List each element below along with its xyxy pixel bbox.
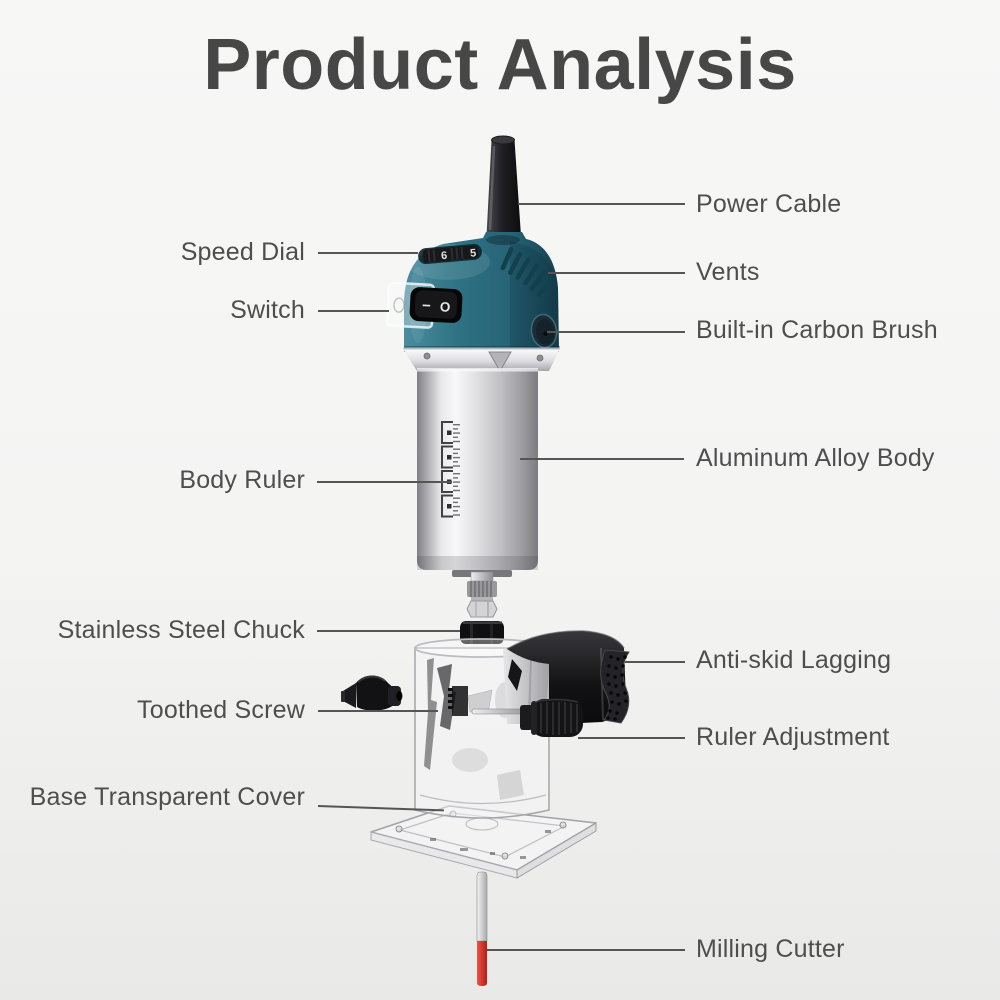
label-stainless-steel-chuck: Stainless Steel Chuck	[57, 616, 305, 644]
callout-line-built-in-carbon-brush	[547, 331, 685, 333]
collar-ring	[403, 347, 560, 372]
page-title: Product Analysis	[203, 25, 797, 105]
label-anti-skid-lagging: Anti-skid Lagging	[696, 646, 892, 674]
milling-cutter-bit	[476, 871, 488, 986]
callout-line-toothed-screw	[318, 710, 438, 712]
speed-dial-digit-5: 5	[470, 247, 477, 259]
label-base-transparent-cover: Base Transparent Cover	[29, 783, 305, 811]
vent-slats	[500, 246, 554, 298]
callout-line-body-ruler	[317, 481, 452, 483]
label-milling-cutter: Milling Cutter	[696, 935, 845, 963]
switch-on-marking: −	[421, 297, 431, 314]
speed-dial-wheel: 6 5	[418, 243, 482, 265]
power-cable-sleeve	[484, 135, 524, 244]
carbon-brush-cap	[530, 313, 558, 349]
label-body-ruler: Body Ruler	[179, 466, 305, 494]
label-speed-dial: Speed Dial	[180, 238, 305, 266]
motor-housing: 6 5 − O	[385, 232, 560, 352]
label-power-cable: Power Cable	[696, 190, 842, 218]
callout-line-stainless-steel-chuck	[317, 630, 460, 632]
power-switch: − O	[385, 281, 463, 329]
callout-line-speed-dial	[318, 252, 418, 254]
label-toothed-screw: Toothed Screw	[137, 696, 305, 724]
base-plate	[370, 805, 597, 879]
aluminum-body	[417, 368, 538, 570]
label-switch: Switch	[230, 296, 305, 324]
callout-line-aluminum-alloy-body	[520, 458, 684, 460]
speed-dial-digit-6: 6	[441, 250, 448, 262]
callout-line-anti-skid-lagging	[625, 661, 685, 663]
callout-line-milling-cutter	[487, 949, 685, 951]
callout-line-power-cable	[518, 203, 685, 205]
label-vents: Vents	[696, 258, 760, 286]
toothed-screw-knob	[341, 675, 403, 711]
anti-skid-lagging-band	[506, 630, 630, 724]
ruler-adjustment-knob	[471, 698, 583, 737]
label-aluminum-alloy-body: Aluminum Alloy Body	[696, 444, 935, 472]
callout-line-switch	[318, 310, 389, 312]
callout-line-vents	[548, 272, 685, 274]
label-built-in-carbon-brush: Built-in Carbon Brush	[696, 316, 938, 344]
callout-line-ruler-adjustment	[578, 737, 685, 739]
switch-off-marking: O	[440, 299, 451, 315]
label-ruler-adjustment: Ruler Adjustment	[696, 723, 890, 751]
stainless-steel-chuck	[452, 570, 512, 644]
